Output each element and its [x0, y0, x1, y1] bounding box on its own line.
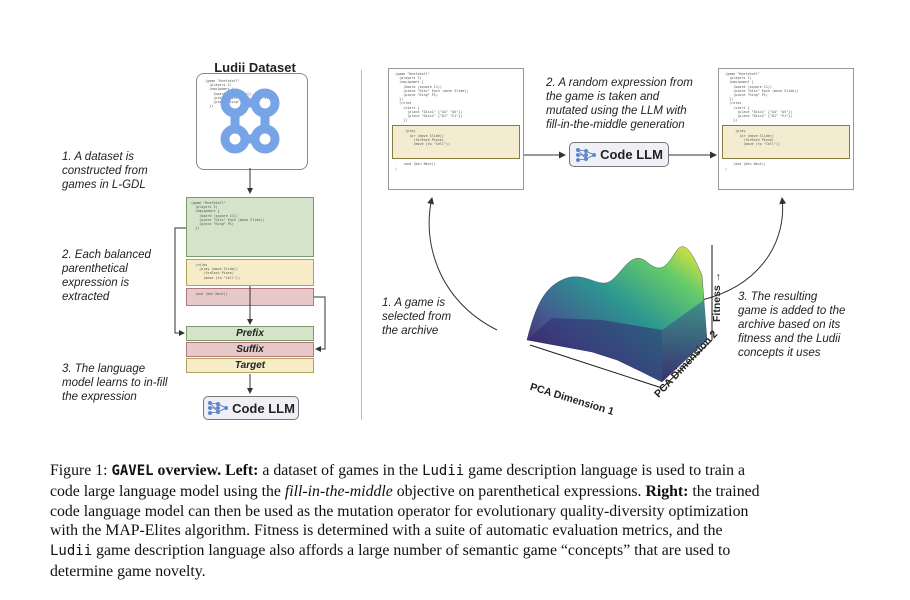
- target-bar: Target: [186, 358, 314, 373]
- mutated-game-code: (game "Hnefatafl" (players 2) (equipment…: [725, 72, 799, 123]
- caption-line-3: code language model can then be used as …: [50, 502, 749, 520]
- caption-line-5: Ludii game description language also aff…: [50, 542, 731, 560]
- code-llm-label-left: Code LLM: [232, 400, 295, 416]
- network-icon: [208, 401, 229, 415]
- mutated-expression-highlight: (play (or (move Slide)) (forEach Piece) …: [722, 125, 850, 160]
- archive-surface-plot: [427, 151, 787, 389]
- left-panel: Ludii Dataset (game "Hnefatafl" (players…: [0, 0, 360, 430]
- figure-caption: Figure 1: GAVEL overview. Left: a datase…: [50, 461, 880, 582]
- left-flow-arrows: [174, 168, 326, 394]
- right-step-3: 3. The resulting game is added to the ar…: [738, 291, 846, 359]
- mutated-game-card: (game "Hnefatafl" (players 2) (equipment…: [718, 68, 854, 190]
- left-step-3: 3. The language model learns to in-fill …: [62, 363, 168, 403]
- right-step-1: 1. A game is selected from the archive: [382, 297, 452, 337]
- network-icon: [576, 147, 597, 162]
- caption-line-1: Figure 1: GAVEL overview. Left: a datase…: [50, 462, 745, 479]
- axis-z-text: Fitness: [711, 285, 723, 322]
- selected-game-code-end: (end (Win Next)) ): [395, 162, 436, 171]
- ludii-dataset-box: (game "Hnefatafl" (players 2) (equipment…: [196, 73, 308, 170]
- code-llm-box-right: Code LLM: [569, 142, 669, 167]
- axis-z-label: Fitness →: [711, 271, 723, 322]
- dataset-title: Ludii Dataset: [214, 60, 296, 75]
- selected-game-code: (game "Hnefatafl" (players 2) (equipment…: [395, 72, 469, 123]
- caption-line-2: code large language model using the fill…: [50, 482, 760, 500]
- right-step-2: 2. A random expression from the game is …: [546, 77, 693, 131]
- panel-divider: [361, 70, 362, 420]
- left-step-1: 1. A dataset is constructed from games i…: [62, 151, 148, 191]
- selected-game-card: (game "Hnefatafl" (players 2) (equipment…: [388, 68, 524, 190]
- caption-line-4: with the MAP-Elites algorithm. Fitness i…: [50, 522, 723, 540]
- suffix-bar: Suffix: [186, 342, 314, 357]
- right-panel: (game "Hnefatafl" (players 2) (equipment…: [362, 0, 910, 430]
- code-llm-label-right: Code LLM: [600, 147, 663, 162]
- left-step-2: 2. Each balanced parenthetical expressio…: [62, 249, 151, 303]
- prefix-bar: Prefix: [186, 326, 314, 341]
- mutated-game-code-end: (end (Win Next)) ): [725, 162, 766, 171]
- ludii-logo-icon: [220, 88, 280, 154]
- code-block-prefix-source: (game "Hnefatafl" (players 2) (equipment…: [186, 197, 314, 257]
- code-llm-box-left: Code LLM: [203, 396, 299, 420]
- selected-expression-highlight: (play (or (move Slide)) (forEach Piece) …: [392, 125, 520, 160]
- code-block-target-source: (rules (play (move Slide)) (forEach Piec…: [186, 259, 314, 286]
- caption-line-6: determine game novelty.: [50, 562, 206, 580]
